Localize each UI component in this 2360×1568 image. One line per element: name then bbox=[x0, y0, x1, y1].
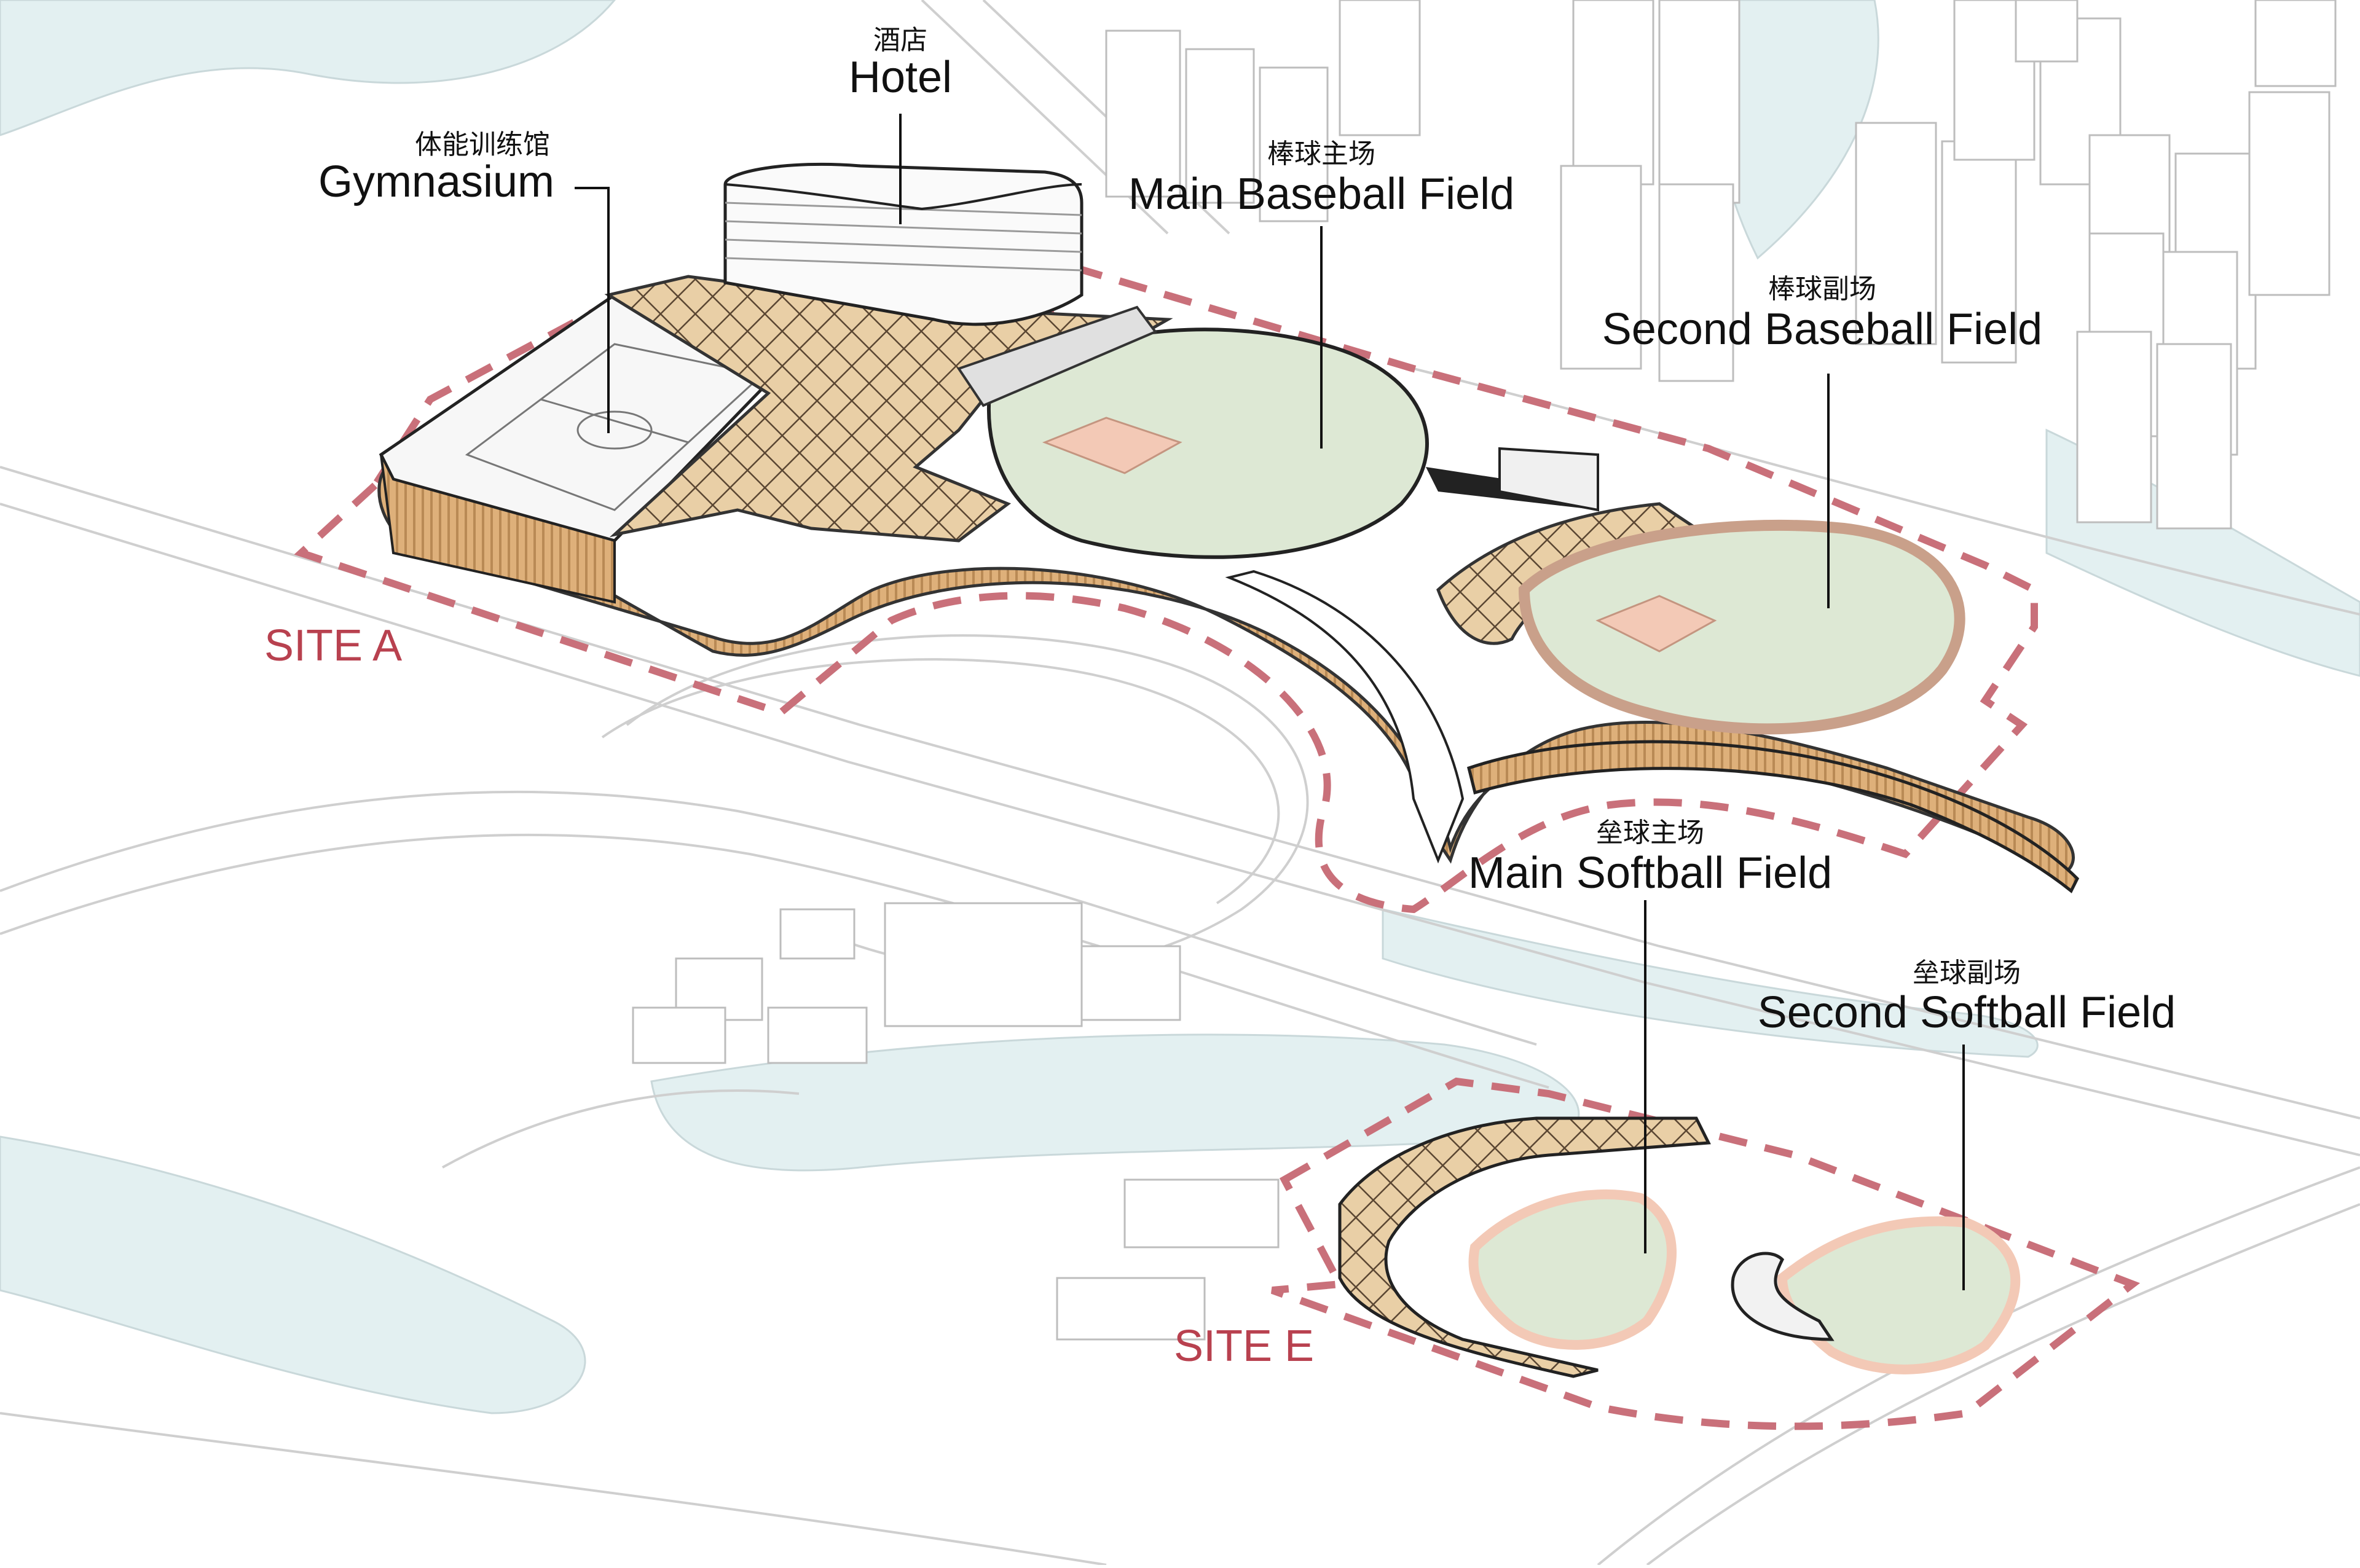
site-e-boundary bbox=[1270, 1077, 2141, 1430]
second-softball-label-zh: 垒球副场 bbox=[1913, 957, 2021, 989]
second-softball-label: 垒球副场 Second Softball Field bbox=[1758, 957, 2176, 1037]
second-baseball-field bbox=[1518, 519, 1965, 735]
central-spine bbox=[1225, 570, 1465, 864]
main-softball-field bbox=[1468, 1189, 1677, 1350]
second-softball-field bbox=[1777, 1216, 2021, 1374]
leader-lines bbox=[575, 114, 1965, 1290]
second-baseball-label-en: Second Baseball Field bbox=[1602, 305, 2042, 354]
podium-deck bbox=[377, 465, 2075, 874]
main-softball-stand bbox=[1338, 1116, 1711, 1378]
site-e-complex bbox=[1338, 1116, 2021, 1378]
gymnasium-label-zh: 体能训练馆 bbox=[415, 129, 550, 160]
second-softball-label-en: Second Softball Field bbox=[1758, 988, 2176, 1037]
water-bodies bbox=[0, 0, 2360, 1414]
entrance-canopy bbox=[1498, 447, 1599, 512]
gymnasium-label: 体能训练馆 Gymnasium bbox=[318, 129, 554, 206]
site-e-label: SITE E bbox=[1174, 1322, 1314, 1371]
main-baseball-label-en: Main Baseball Field bbox=[1128, 170, 1514, 219]
site-a-label: SITE A bbox=[264, 621, 402, 670]
second-baseball-label-zh: 棒球副场 bbox=[1768, 273, 1876, 305]
main-softball-label-en: Main Softball Field bbox=[1468, 849, 1832, 898]
site-a-boundary bbox=[294, 259, 2038, 914]
gymnasium-label-en: Gymnasium bbox=[318, 157, 554, 206]
hotel-building bbox=[723, 162, 1084, 326]
main-baseball-label: 棒球主场 Main Baseball Field bbox=[1128, 138, 1514, 219]
main-softball-label-zh: 垒球主场 bbox=[1596, 817, 1704, 849]
second-softball-stand bbox=[1731, 1252, 1835, 1341]
site-a-complex bbox=[377, 162, 2080, 893]
hotel-label-en: Hotel bbox=[849, 53, 952, 102]
main-baseball-label-zh: 棒球主场 bbox=[1267, 138, 1375, 170]
hotel-label: 酒店 Hotel bbox=[849, 25, 952, 102]
main-baseball-field bbox=[956, 305, 1429, 559]
background-buildings bbox=[632, 0, 2337, 1341]
gymnasium-facade bbox=[380, 454, 616, 604]
main-softball-label: 垒球主场 Main Softball Field bbox=[1468, 817, 1832, 898]
hotel-label-zh: 酒店 bbox=[873, 25, 927, 56]
second-baseball-label: 棒球副场 Second Baseball Field bbox=[1602, 273, 2042, 354]
east-bridge bbox=[1467, 740, 2080, 893]
